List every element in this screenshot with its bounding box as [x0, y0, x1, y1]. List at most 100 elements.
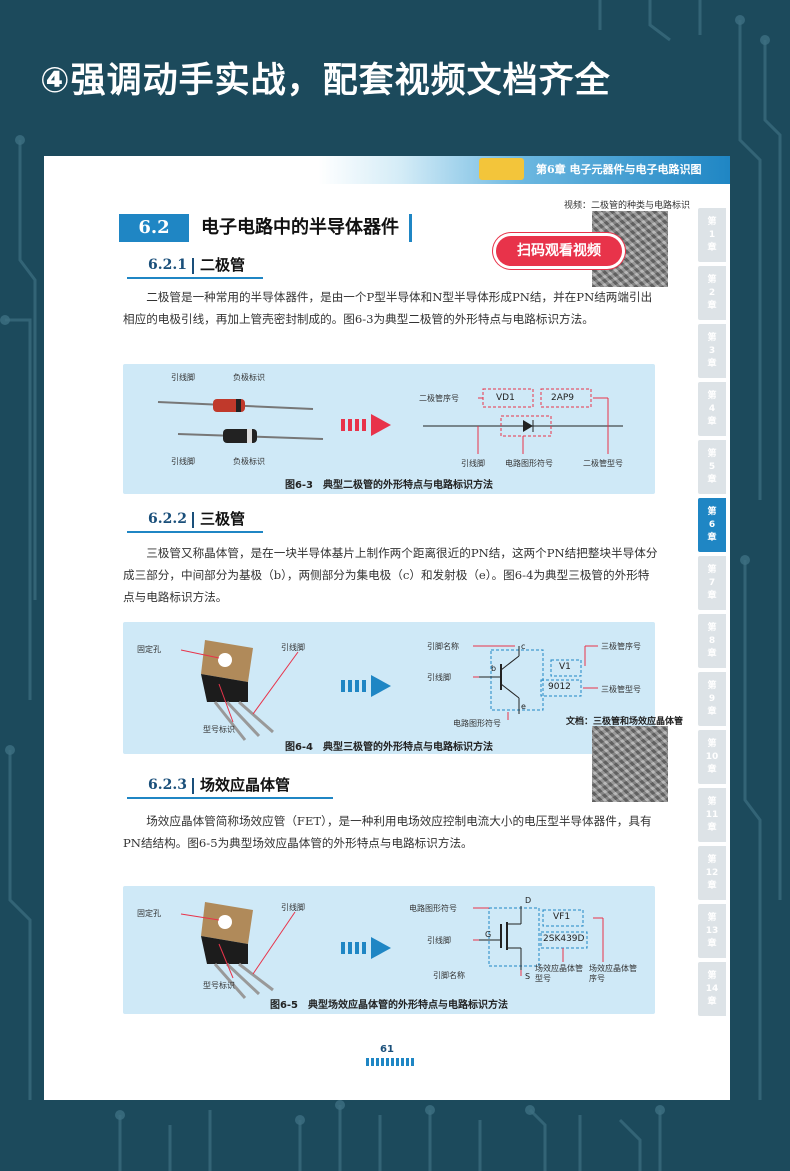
figure-transistor: 固定孔 引线脚 型号标识 引脚名称 引线脚 电路图形符号 三极管序号 V1 三极…	[123, 622, 655, 754]
label-negative-bottom: 负极标识	[233, 457, 265, 466]
value-diode-seq: VD1	[496, 393, 515, 403]
subsection-title: 场效应晶体管	[200, 776, 291, 794]
chapter-title: 第6章 电子元器件与电子电路识图	[536, 163, 702, 176]
chapter-tab-text: 章	[707, 300, 717, 311]
label-fet-lead: 引线脚	[427, 936, 451, 945]
label-transistor-model: 三极管型号	[601, 685, 641, 694]
label-transistor-seq: 三极管序号	[601, 642, 641, 651]
underline	[127, 531, 263, 533]
value-transistor-seq: V1	[559, 662, 571, 672]
figure-caption-transistor: 图6-4 典型三极管的外形特点与电路标识方法	[284, 742, 494, 753]
chapter-tab-text: 第	[707, 970, 717, 981]
label-pin-name: 引脚名称	[427, 642, 459, 651]
label-fet-symbol: 电路图形符号	[409, 904, 457, 913]
label-diode-symbol: 电路图形符号	[505, 459, 553, 468]
pin-e-label: e	[521, 702, 526, 711]
chapter-tab[interactable]: 第 5 章	[698, 440, 726, 494]
chapter-tab-text: 章	[707, 822, 717, 833]
subsection-number: 6.2.3	[148, 777, 187, 793]
paragraph-diode: 二极管是一种常用的半导体器件，是由一个P型半导体和N型半导体形成PN结，并在PN…	[123, 290, 653, 326]
chapter-tab-text: 第	[707, 390, 717, 401]
label-model-mark: 型号标识	[203, 725, 235, 734]
chapter-tab-text: 1	[708, 229, 716, 240]
label-diode-model: 二极管型号	[583, 459, 623, 468]
transistor-illustration	[180, 640, 598, 741]
chapter-tab-text: 第	[707, 854, 717, 865]
book-page: 第6章 电子元器件与电子电路识图 视频：二极管的种类与电路标识 扫码观看视频 6…	[44, 156, 730, 1100]
divider	[192, 258, 194, 274]
label-fet-model: 场效应晶体管型号	[535, 964, 583, 983]
chapter-tab-text: 第	[707, 216, 717, 227]
chapter-tab[interactable]: 第 1 章	[698, 208, 726, 262]
chapter-tab-text: 13	[705, 925, 719, 936]
chapter-tab-text: 2	[708, 287, 716, 298]
chapter-tab-text: 8	[708, 635, 716, 646]
chapter-tab[interactable]: 第 10 章	[698, 730, 726, 784]
video-caption: 视频：二极管的种类与电路标识	[564, 201, 691, 211]
label-mount-hole: 固定孔	[137, 909, 161, 918]
value-fet-model: 2SK439D	[543, 934, 585, 944]
scan-to-watch-badge[interactable]: 扫码观看视频	[496, 236, 622, 266]
label-lead: 引线脚	[281, 643, 305, 652]
chapter-tab-text: 5	[708, 461, 716, 472]
divider	[192, 512, 194, 528]
pin-c-label: c	[521, 642, 526, 651]
document-caption: 文档：三极管和场效应晶体管	[566, 717, 684, 727]
figure-diode: 引线脚 负极标识 引线脚 负极标识 二极管序号 VD1 2AP9 引线脚 电路图…	[123, 364, 655, 494]
chapter-tab-text: 第	[707, 912, 717, 923]
chapter-tab[interactable]: 第 2 章	[698, 266, 726, 320]
chapter-tab-text: 第	[707, 738, 717, 749]
chapter-tab-text: 第	[707, 274, 717, 285]
section-name: 电子电路中的半导体器件	[201, 214, 412, 242]
chapter-tab-text: 章	[707, 242, 717, 253]
value-transistor-model: 9012	[548, 682, 571, 692]
page-number: 61	[380, 1044, 394, 1055]
pin-d-label: D	[525, 896, 532, 905]
label-mount-hole: 固定孔	[137, 645, 161, 654]
chapter-tab-text: 6	[708, 519, 716, 530]
chapter-tab-text: 第	[707, 448, 717, 459]
chapter-tab-text: 14	[705, 983, 719, 994]
chapter-tab-text: 第	[707, 564, 717, 575]
chapter-tab-text: 章	[707, 880, 717, 891]
label-negative-top: 负极标识	[233, 373, 265, 382]
section-number: 6.2	[119, 214, 189, 242]
underline	[127, 277, 263, 279]
chapter-tab-text: 章	[707, 590, 717, 601]
pin-s-label: S	[525, 972, 531, 981]
chapter-tab-text: 章	[707, 416, 717, 427]
chapter-tab-text: 12	[705, 867, 719, 878]
qr-code-document[interactable]	[592, 726, 668, 802]
page-header-band: 第6章 电子元器件与电子电路识图	[44, 156, 730, 184]
chapter-tab-text: 10	[705, 751, 719, 762]
label-model-mark: 型号标识	[203, 981, 235, 990]
subsection-title: 二极管	[200, 256, 246, 274]
paragraph-transistor: 三极管又称晶体管，是在一块半导体基片上制作两个距离很近的PN结，这两个PN结把整…	[123, 546, 658, 604]
chapter-tab-text: 章	[707, 764, 717, 775]
value-fet-seq: VF1	[553, 912, 571, 922]
page-number-decoration	[366, 1058, 416, 1066]
label-transistor-symbol: 电路图形符号	[453, 719, 501, 728]
chapter-tab-text: 第	[707, 506, 717, 517]
paragraph-fet: 场效应晶体管简称场效应管（FET），是一种利用电场效应控制电流大小的电压型半导体…	[123, 814, 652, 850]
subsection-title: 三极管	[200, 510, 246, 528]
figure-caption-fet: 图6-5 典型场效应晶体管的外形特点与电路标识方法	[269, 1000, 509, 1011]
chapter-tab-text: 章	[707, 474, 717, 485]
chapter-tab[interactable]: 第 12 章	[698, 846, 726, 900]
figure-fet: 固定孔 引线脚 型号标识 电路图形符号 引线脚 引脚名称 VF1 2SK439D…	[123, 886, 655, 1014]
chapter-tab-text: 章	[707, 706, 717, 717]
value-diode-model: 2AP9	[551, 393, 575, 403]
fet-illustration	[180, 902, 604, 999]
underline	[127, 797, 333, 799]
chapter-tab-text: 第	[707, 622, 717, 633]
